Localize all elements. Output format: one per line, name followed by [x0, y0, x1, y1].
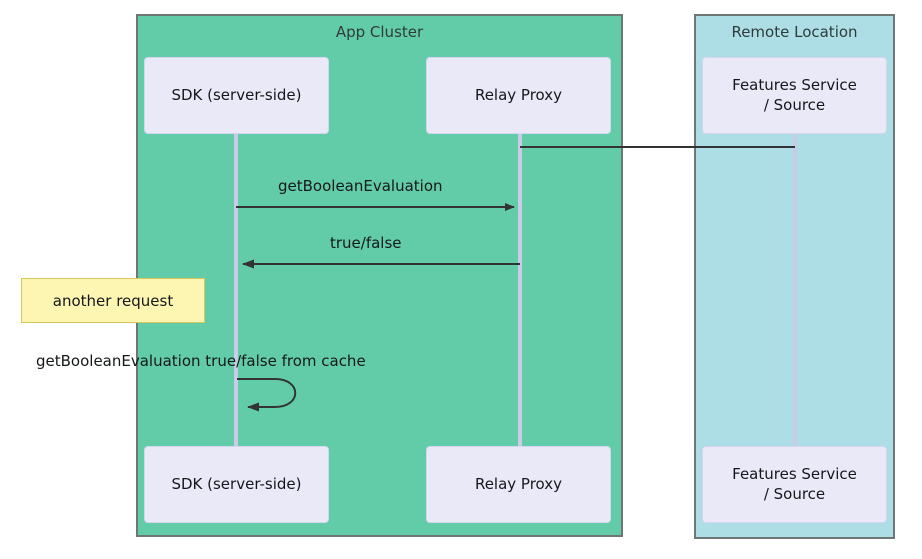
lifeline-sdk — [234, 132, 238, 452]
participant-relay-bottom[interactable]: Relay Proxy — [426, 446, 611, 523]
group-remote-location-label: Remote Location — [731, 23, 858, 41]
participant-sdk-bottom[interactable]: SDK (server-side) — [144, 446, 329, 523]
lifeline-features — [793, 132, 797, 452]
participant-sdk-top[interactable]: SDK (server-side) — [144, 57, 329, 134]
participant-features-top[interactable]: Features Service / Source — [702, 57, 887, 134]
message-label-from-cache: getBooleanEvaluation true/false from cac… — [36, 352, 366, 370]
participant-relay-top[interactable]: Relay Proxy — [426, 57, 611, 134]
message-label-true-false: true/false — [330, 234, 402, 252]
message-label-getbooleanevaluation: getBooleanEvaluation — [278, 177, 443, 195]
participant-features-bottom[interactable]: Features Service / Source — [702, 446, 887, 523]
group-app-cluster-label: App Cluster — [335, 23, 424, 41]
note-another-request: another request — [21, 278, 205, 323]
lifeline-relay — [518, 132, 522, 452]
